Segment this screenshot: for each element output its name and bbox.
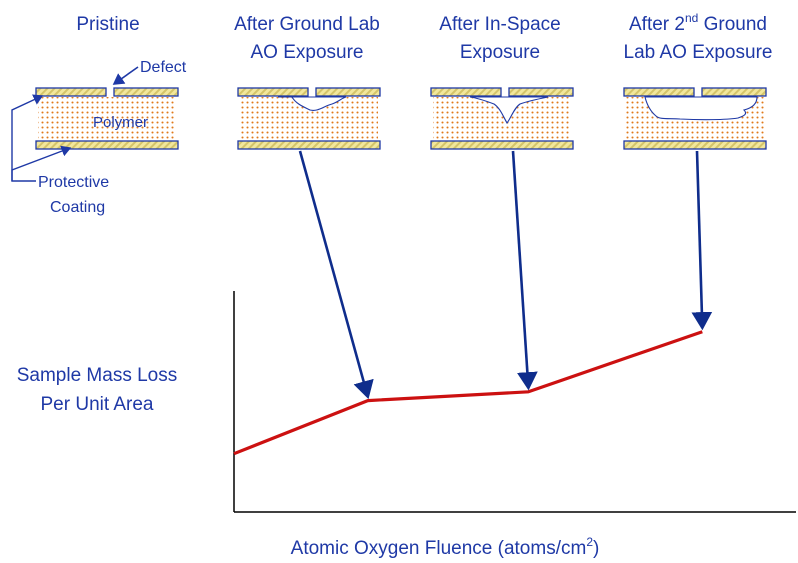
panel-title-pristine: Pristine xyxy=(76,14,139,35)
panel-title-line: Lab AO Exposure xyxy=(624,42,773,63)
top-coating-right xyxy=(508,87,574,97)
panel-title-line: After Ground Lab xyxy=(234,14,380,35)
bottom-coating xyxy=(430,140,574,150)
polymer-label: Polymer xyxy=(93,114,148,131)
mass-loss-chart xyxy=(233,150,796,513)
panel-title-line: Pristine xyxy=(76,14,139,35)
top-coating-left xyxy=(430,87,502,97)
top-coating-right xyxy=(315,87,381,97)
top-coating-left xyxy=(623,87,695,97)
arrow-ground1 xyxy=(298,150,374,400)
y-axis-label-line2: Per Unit Area xyxy=(41,394,154,415)
coating-label-line1: Protective xyxy=(38,174,109,191)
top-coating-right xyxy=(113,87,179,97)
panel-title-line: Exposure xyxy=(460,42,540,63)
coating-pointer-bottom xyxy=(11,145,72,181)
polymer-layer xyxy=(38,97,176,141)
sample-space xyxy=(430,87,574,150)
erosion-cavity xyxy=(644,96,758,121)
top-coating-left xyxy=(237,87,309,97)
series-group xyxy=(233,330,703,456)
y-axis-label-line1: Sample Mass Loss xyxy=(17,365,178,386)
panel-title-ground2: After 2nd Ground Lab AO Exposure xyxy=(624,11,773,63)
panel-title-space: After In-Space Exposure xyxy=(439,14,560,63)
panel-title-line: After In-Space xyxy=(439,14,560,35)
arrow-group xyxy=(298,150,713,400)
arrow-space xyxy=(511,150,538,391)
erosion-cavity xyxy=(469,96,549,124)
top-coating-right xyxy=(701,87,767,97)
bottom-coating xyxy=(35,140,179,150)
panel-title-line-with-sup: After 2nd Ground xyxy=(629,11,767,35)
sample-cross-sections xyxy=(35,87,767,150)
sample-ground1 xyxy=(237,87,381,150)
arrow-ground2 xyxy=(691,150,713,331)
mass-loss-series-line xyxy=(233,330,703,456)
sample-pristine xyxy=(35,87,179,150)
panel-title-line: AO Exposure xyxy=(251,42,364,63)
coating-pointer-top xyxy=(11,94,44,182)
bottom-coating xyxy=(237,140,381,150)
defect-label: Defect xyxy=(140,59,187,76)
sample-ground2 xyxy=(623,87,767,150)
erosion-cavity xyxy=(278,96,347,111)
x-axis-label: Atomic Oxygen Fluence (atoms/cm2) xyxy=(291,535,600,559)
coating-label-line2: Coating xyxy=(50,199,105,216)
bottom-coating xyxy=(623,140,767,150)
top-coating-left xyxy=(35,87,107,97)
panel-title-ground1: After Ground Lab AO Exposure xyxy=(234,14,380,63)
defect-pointer xyxy=(112,66,139,85)
